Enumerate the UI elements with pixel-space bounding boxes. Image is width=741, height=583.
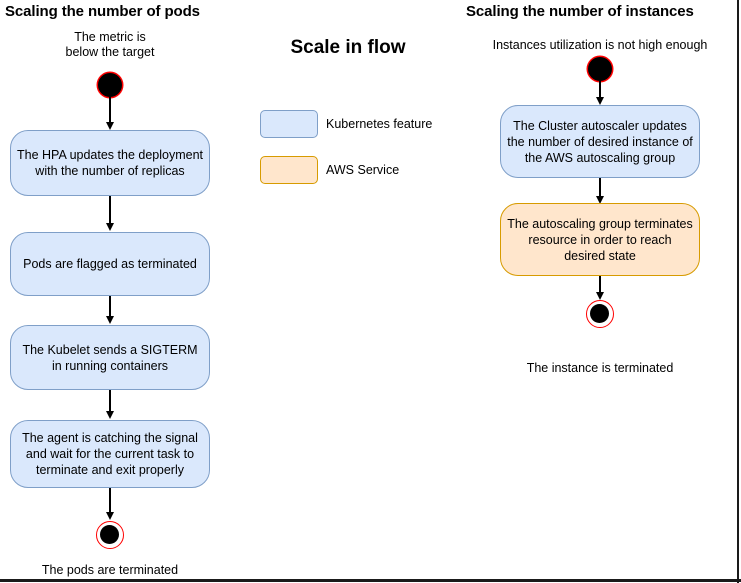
left-column-title: Scaling the number of pods: [5, 3, 200, 20]
left-arrowhead-2: [105, 223, 114, 231]
left-step-2[interactable]: Pods are flagged as terminated: [10, 232, 210, 296]
right-end-node: [586, 300, 614, 328]
page-frame-right-edge: [737, 0, 739, 583]
left-arrowhead-4: [105, 411, 114, 419]
left-connector-step2-to-step3: [109, 296, 111, 319]
left-start-node: [98, 73, 122, 97]
legend-swatch-kubernetes: [260, 110, 318, 138]
right-arrowhead-3: [595, 292, 604, 300]
center-title: Scale in flow: [290, 37, 406, 58]
right-step-2[interactable]: The autoscaling group terminates resourc…: [500, 203, 700, 276]
left-arrowhead-5: [105, 512, 114, 520]
right-column-title: Scaling the number of instances: [466, 3, 694, 20]
left-arrowhead-3: [105, 316, 114, 324]
right-arrowhead-1: [595, 97, 604, 105]
left-step-3[interactable]: The Kubelet sends a SIGTERM in running c…: [10, 325, 210, 390]
right-end-caption: The instance is terminated: [526, 361, 674, 375]
left-connector-step4-to-end: [109, 488, 111, 517]
right-connector-step2-to-end: [599, 276, 601, 297]
left-start-caption: The metric is below the target: [65, 30, 155, 59]
left-step-4[interactable]: The agent is catching the signal and wai…: [10, 420, 210, 488]
left-connector-step3-to-step4: [109, 390, 111, 414]
right-start-node: [588, 57, 612, 81]
legend-label-kubernetes: Kubernetes feature: [326, 117, 433, 131]
left-arrowhead-1: [105, 122, 114, 130]
legend-label-aws: AWS Service: [326, 163, 400, 177]
page-frame-bottom-edge: [0, 579, 741, 582]
right-arrowhead-2: [595, 196, 604, 204]
left-step-1[interactable]: The HPA updates the deployment with the …: [10, 130, 210, 196]
legend-swatch-aws: [260, 156, 318, 184]
left-connector-start-to-step1: [109, 97, 111, 125]
left-end-caption: The pods are terminated: [41, 563, 179, 577]
right-start-caption: Instances utilization is not high enough: [492, 38, 708, 52]
right-step-1[interactable]: The Cluster autoscaler updates the numbe…: [500, 105, 700, 178]
left-end-node: [96, 521, 124, 549]
right-connector-start-to-step1: [599, 81, 601, 100]
left-connector-step1-to-step2: [109, 196, 111, 226]
right-connector-step1-to-step2: [599, 178, 601, 200]
